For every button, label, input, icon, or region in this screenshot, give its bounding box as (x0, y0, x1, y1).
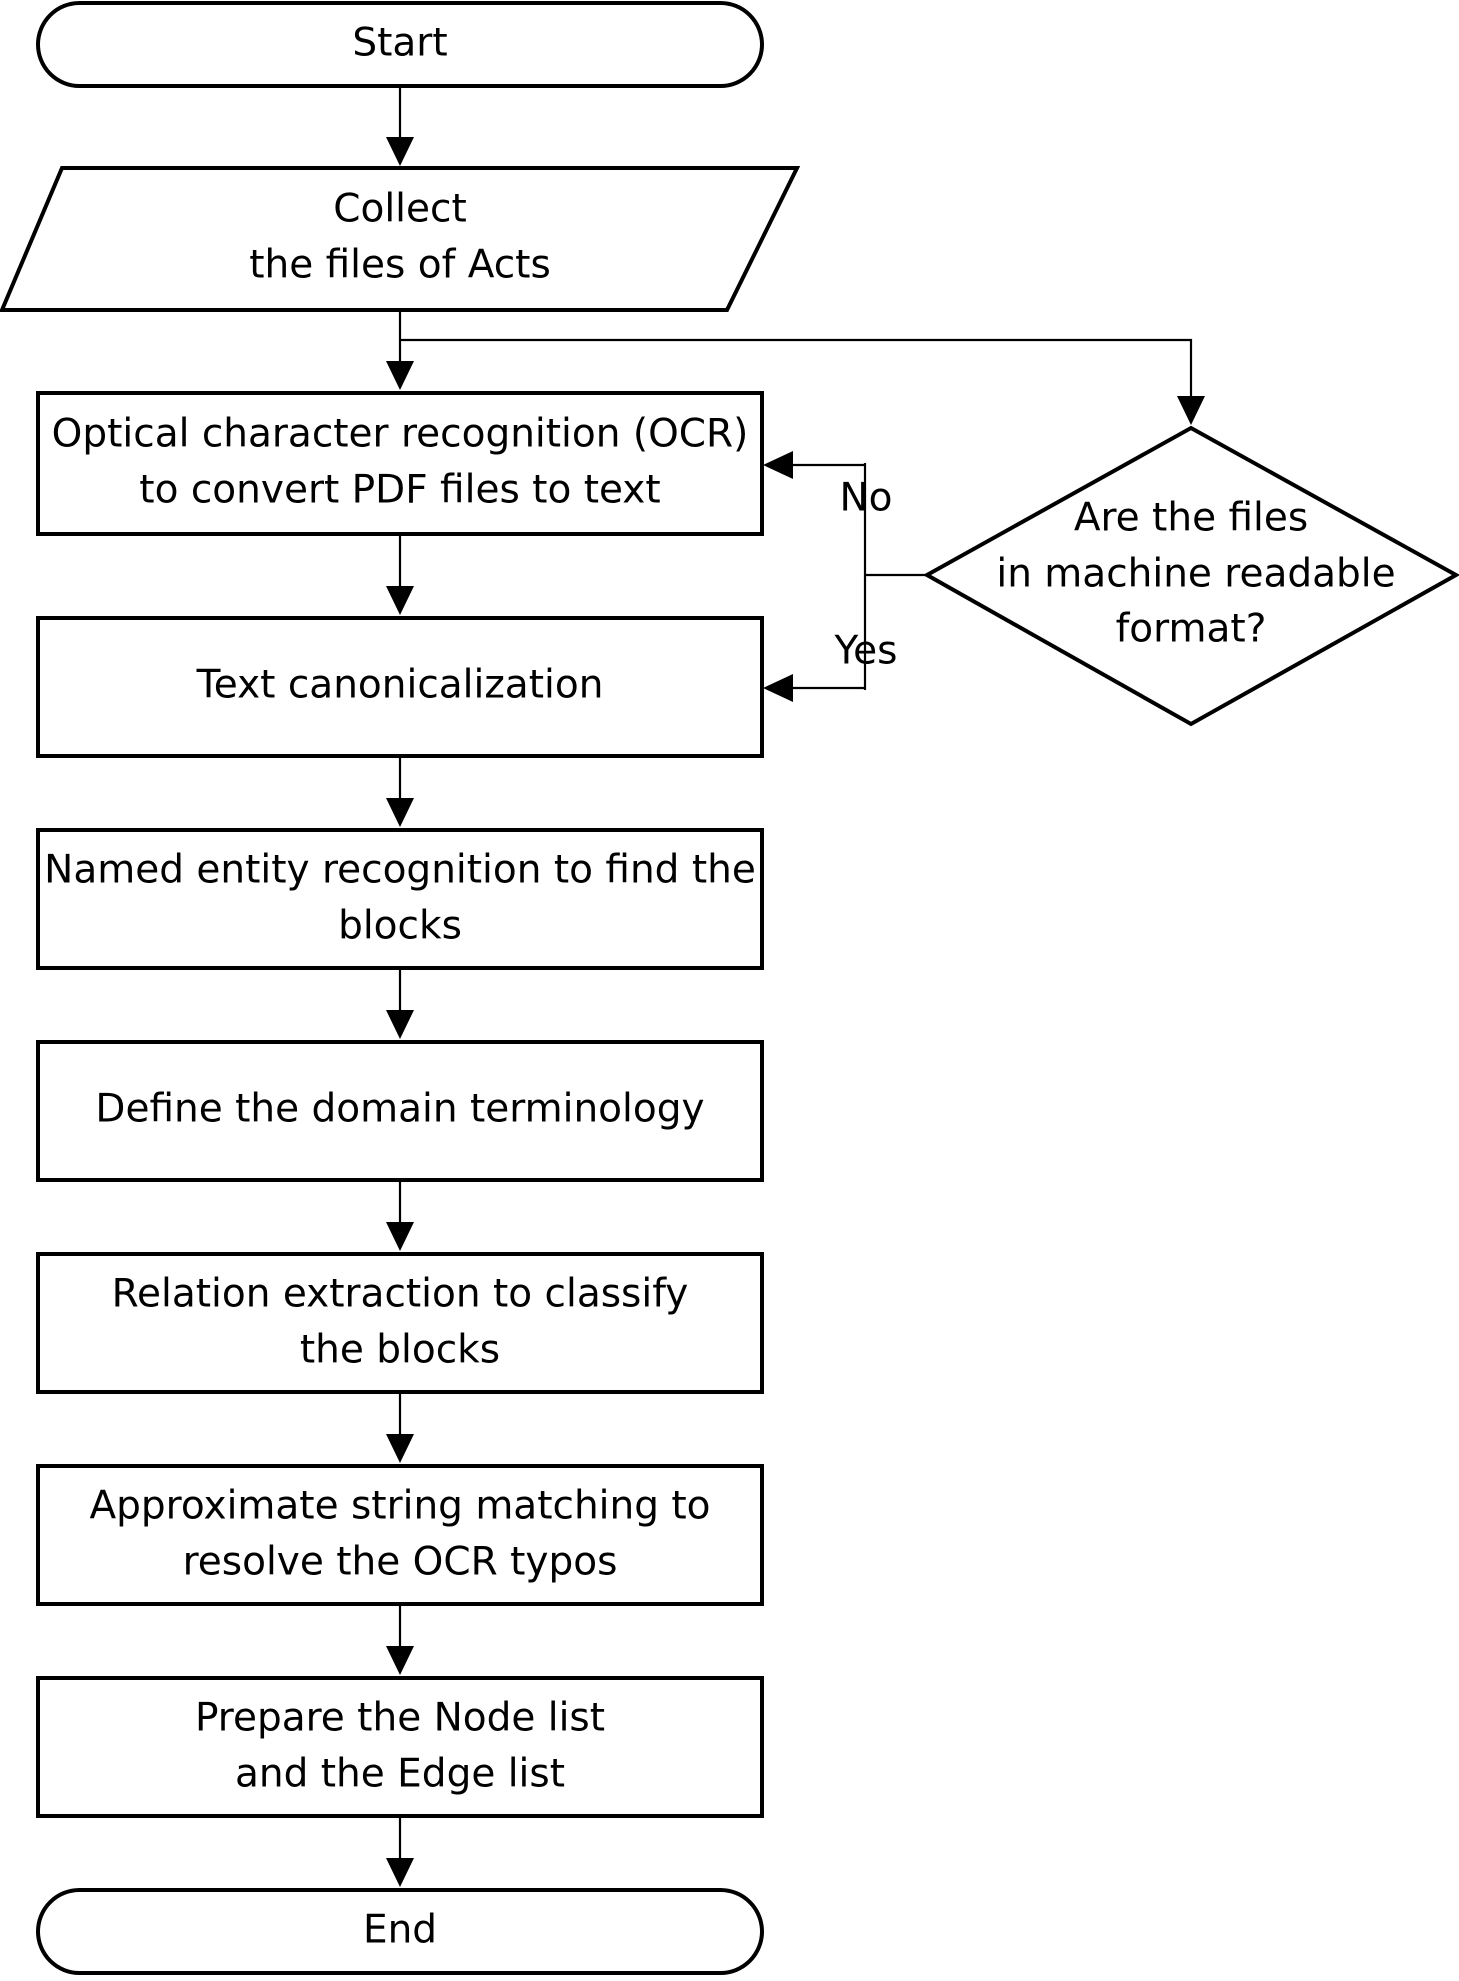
canonicalization-node: Text canonicalization (36, 616, 764, 758)
branch-no-label: No (839, 476, 892, 521)
arrowhead-down-icon (386, 798, 414, 827)
arrowhead-down-icon (386, 1222, 414, 1251)
relation-process-box (36, 1252, 764, 1394)
terminology-process-box (36, 1040, 764, 1182)
arrowhead-down-icon (386, 1010, 414, 1039)
collect-label-line2: the files of Acts (249, 243, 551, 288)
ner-process-box (36, 828, 764, 970)
decision-node: Are the files in machine readable format… (922, 425, 1459, 727)
lists-label-line2: and the Edge list (235, 1752, 565, 1797)
ocr-label-line1: Optical character recognition (OCR) (52, 412, 749, 457)
arrowheads (386, 137, 1205, 1887)
lists-process-box (36, 1676, 764, 1818)
collect-label-line1: Collect (333, 187, 467, 232)
start-label: Start (352, 21, 447, 66)
connector-collect-to-decision (400, 338, 1193, 398)
collect-node: Collect the files of Acts (0, 166, 801, 312)
arrowhead-down-icon (386, 1434, 414, 1463)
arrowhead-down-icon (386, 361, 414, 390)
ner-label-line2: blocks (338, 904, 462, 949)
ocr-node: Optical character recognition (OCR) to c… (36, 391, 764, 536)
matching-label-line2: resolve the OCR typos (183, 1540, 618, 1585)
relation-label-line1: Relation extraction to classify (112, 1272, 689, 1317)
connectors (398, 88, 1193, 1860)
branch-yes-label: Yes (834, 629, 898, 674)
start-terminator (36, 1, 764, 88)
terminology-label: Define the domain terminology (95, 1087, 704, 1132)
matching-label-line1: Approximate string matching to (89, 1484, 710, 1529)
arrowhead-down-icon (386, 1646, 414, 1675)
matching-node: Approximate string matching to resolve t… (36, 1464, 764, 1606)
decision-label-line3: format? (1116, 607, 1267, 652)
relation-node: Relation extraction to classify the bloc… (36, 1252, 764, 1394)
arrowhead-left-icon (763, 451, 793, 479)
canonicalization-label: Text canonicalization (196, 663, 604, 708)
end-node: End (36, 1888, 764, 1975)
ocr-label-line2: to convert PDF files to text (139, 468, 660, 513)
terminology-node: Define the domain terminology (36, 1040, 764, 1182)
decision-diamond (922, 425, 1459, 727)
canonicalization-process-box (36, 616, 764, 758)
decision-label-line2: in machine readable (996, 552, 1395, 597)
collect-input-parallelogram (0, 166, 801, 312)
start-node: Start (36, 1, 764, 88)
matching-process-box (36, 1464, 764, 1606)
arrowhead-left-icon (763, 674, 793, 702)
lists-node: Prepare the Node list and the Edge list (36, 1676, 764, 1818)
end-label: End (363, 1908, 437, 1953)
end-terminator (36, 1888, 764, 1975)
ner-node: Named entity recognition to find the blo… (36, 828, 764, 970)
arrowhead-down-icon (386, 137, 414, 166)
arrowhead-down-icon (386, 1858, 414, 1887)
relation-label-line2: the blocks (300, 1328, 500, 1373)
lists-label-line1: Prepare the Node list (195, 1696, 605, 1741)
arrowhead-down-icon (1177, 396, 1205, 425)
ner-label-line1: Named entity recognition to find the (44, 848, 756, 893)
arrowhead-down-icon (386, 586, 414, 615)
ocr-process-box (36, 391, 764, 536)
decision-label-line1: Are the files (1074, 496, 1308, 541)
